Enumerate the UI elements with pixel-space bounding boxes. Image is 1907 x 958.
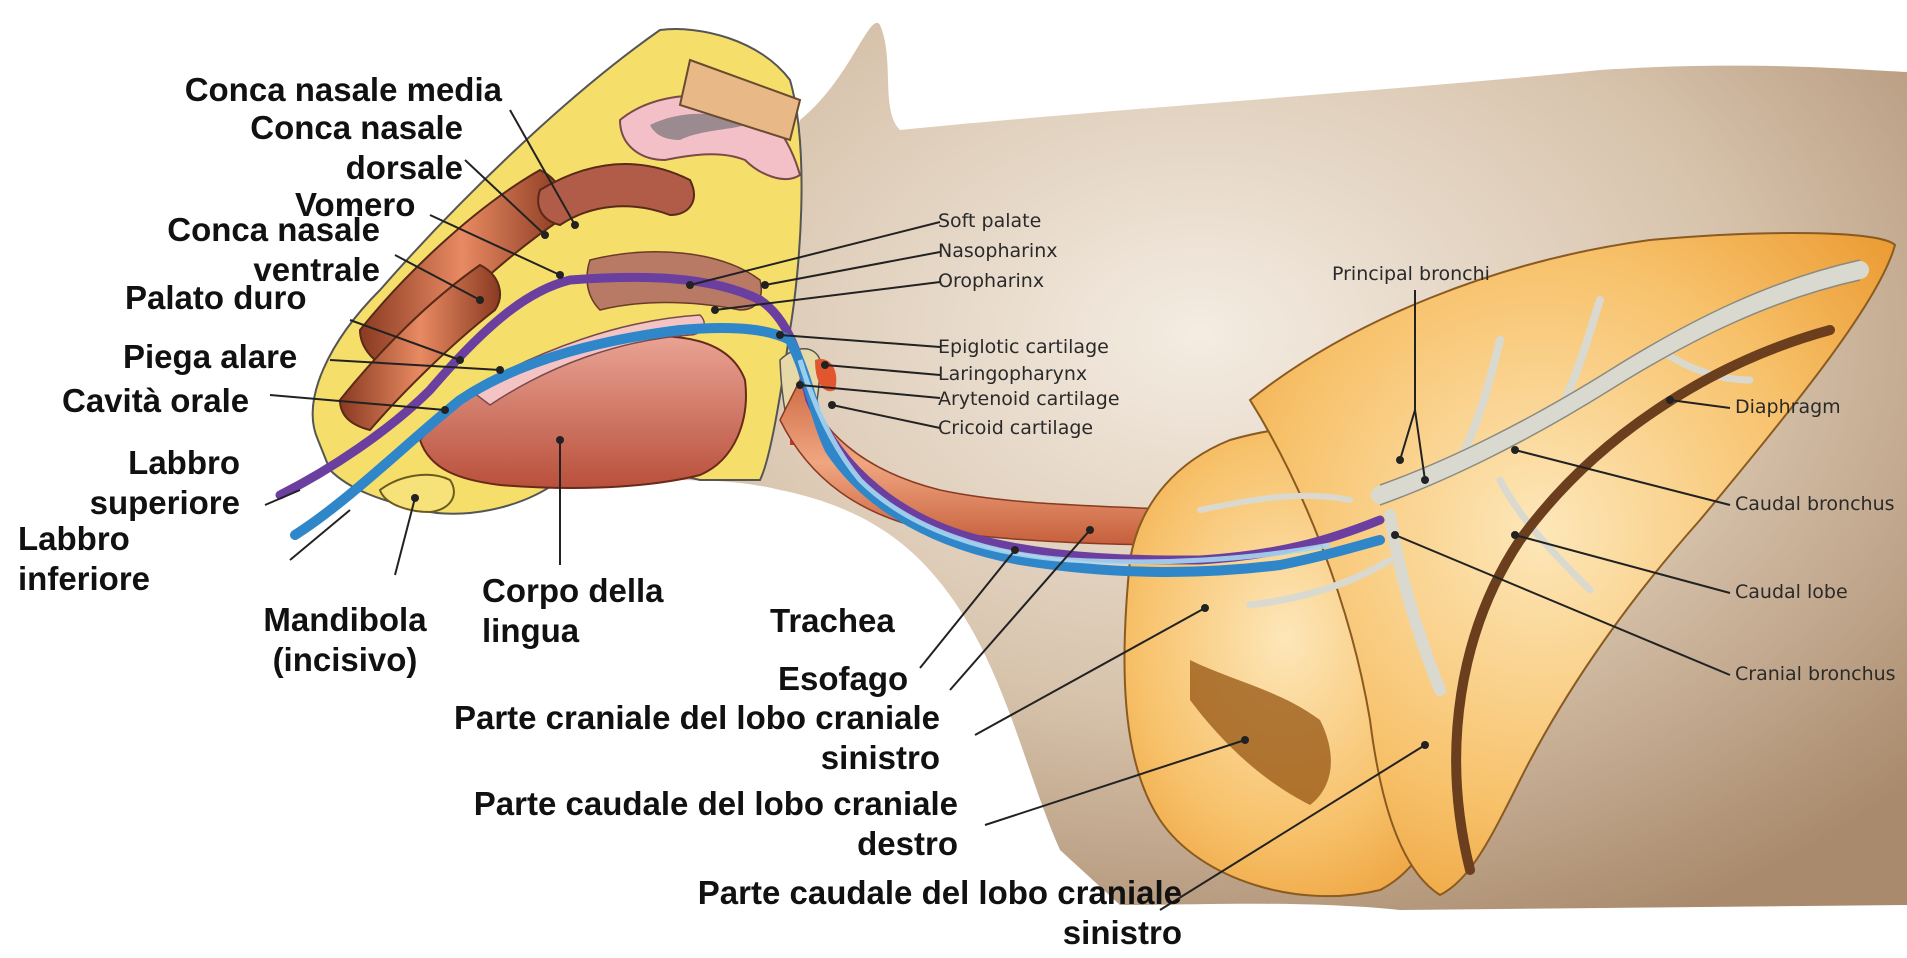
label-parte-craniale-sx-line2: sinistro xyxy=(380,738,940,778)
label-parte-caudale-sx-line1: Parte caudale del lobo craniale xyxy=(620,873,1182,913)
label-laringopharynx: Laringopharynx xyxy=(938,363,1087,385)
label-parte-caudale-sx-line2: sinistro xyxy=(620,913,1182,953)
label-conca-dorsale-line2: dorsale xyxy=(180,148,463,188)
label-labbro-superiore: Labbro superiore xyxy=(60,443,240,523)
label-cavita-orale: Cavità orale xyxy=(62,381,249,421)
label-labbro-inferiore: Labbro inferiore xyxy=(18,519,150,599)
label-nasopharynx: Nasopharinx xyxy=(938,240,1058,262)
label-caudal-lobe: Caudal lobe xyxy=(1735,581,1848,603)
label-parte-caudale-sx: Parte caudale del lobo craniale sinistro xyxy=(620,873,1182,953)
label-corpo-lingua-line1: Corpo della xyxy=(482,571,664,611)
label-corpo-lingua-line2: lingua xyxy=(482,611,664,651)
label-conca-ventrale-line1: Conca nasale xyxy=(135,210,380,250)
label-trachea: Trachea xyxy=(770,601,895,641)
label-corpo-lingua: Corpo della lingua xyxy=(482,571,664,651)
label-mandibola: Mandibola (incisivo) xyxy=(235,600,455,680)
label-parte-craniale-sx-line1: Parte craniale del lobo craniale xyxy=(380,698,940,738)
label-cricoid-cartilage: Cricoid cartilage xyxy=(938,417,1093,439)
label-labbro-inferiore-line2: inferiore xyxy=(18,559,150,599)
label-oropharynx: Oropharinx xyxy=(938,270,1044,292)
label-labbro-inferiore-line1: Labbro xyxy=(18,519,150,559)
label-mandibola-line2: (incisivo) xyxy=(235,640,455,680)
label-diaphragm: Diaphragm xyxy=(1735,396,1841,418)
label-labbro-superiore-line2: superiore xyxy=(60,483,240,523)
label-conca-dorsale-line1: Conca nasale xyxy=(180,108,463,148)
label-caudal-bronchus: Caudal bronchus xyxy=(1735,493,1895,515)
label-parte-caudale-dx: Parte caudale del lobo craniale destro xyxy=(398,784,958,864)
label-principal-bronchi: Principal bronchi xyxy=(1332,263,1490,285)
label-labbro-superiore-line1: Labbro xyxy=(60,443,240,483)
label-conca-dorsale: Conca nasale dorsale xyxy=(180,108,463,188)
label-parte-craniale-sx: Parte craniale del lobo craniale sinistr… xyxy=(380,698,940,778)
label-epiglottic-cartilage: Epiglotic cartilage xyxy=(938,336,1109,358)
label-conca-media: Conca nasale media xyxy=(140,70,502,110)
label-parte-caudale-dx-line2: destro xyxy=(398,824,958,864)
label-esofago: Esofago xyxy=(778,659,908,699)
label-soft-palate: Soft palate xyxy=(938,210,1041,232)
label-mandibola-line1: Mandibola xyxy=(235,600,455,640)
label-palato-duro: Palato duro xyxy=(125,278,307,318)
label-cranial-bronchus: Cranial bronchus xyxy=(1735,663,1896,685)
label-arytenoid-cartilage: Arytenoid cartilage xyxy=(938,388,1120,410)
label-piega-alare: Piega alare xyxy=(123,337,297,377)
label-parte-caudale-dx-line1: Parte caudale del lobo craniale xyxy=(398,784,958,824)
